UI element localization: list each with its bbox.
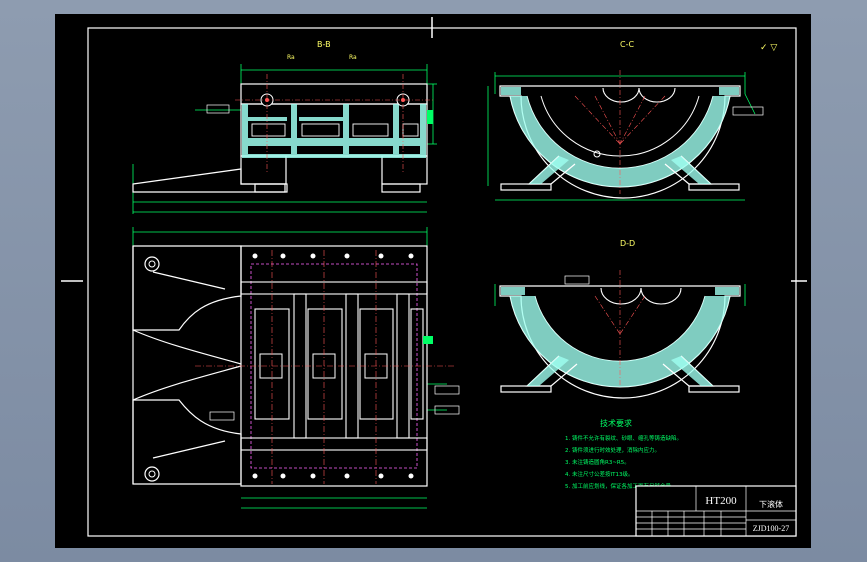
svg-text:Ra: Ra [349, 54, 357, 61]
title-block: HT200 下滚体 ZJD100-27 [635, 485, 797, 537]
section-bb-label: B-B [317, 40, 331, 49]
tech-note-2: 2. 铸件须进行时效处理，消除内应力。 [565, 446, 660, 454]
view-plan [132, 227, 460, 509]
tech-note-1: 1. 铸件不允许有裂纹、砂眼、缩孔等铸造缺陷。 [565, 434, 682, 442]
tech-notes-title: 技术要求 [600, 418, 632, 428]
section-dd-label: D-D [620, 239, 635, 248]
tech-note-4: 4. 未注尺寸公差按IT13级。 [565, 470, 633, 478]
drawing-number-label: ZJD100-27 [753, 524, 789, 533]
view-bb-section: B-B [132, 40, 437, 214]
engineering-drawing: ✓ ▽ B-B [61, 17, 807, 537]
view-dd-section: D-D [494, 239, 746, 399]
cad-viewport[interactable]: ✓ ▽ B-B [55, 14, 811, 548]
view-cc-section: C-C [487, 40, 764, 201]
part-name-label: 下滚体 [759, 499, 783, 509]
sheet-border [87, 27, 797, 537]
technical-notes: 技术要求 1. 铸件不允许有裂纹、砂眼、缩孔等铸造缺陷。 2. 铸件须进行时效处… [565, 418, 682, 490]
tech-note-5: 5. 加工前应划线，保证各加工面有足够余量。 [565, 482, 677, 490]
roughness-symbol: ✓ ▽ [760, 43, 777, 53]
material-label: HT200 [705, 495, 737, 507]
section-cc-label: C-C [620, 40, 634, 49]
svg-text:Ra: Ra [287, 54, 295, 61]
tech-note-3: 3. 未注铸造圆角R3~R5。 [565, 458, 630, 466]
